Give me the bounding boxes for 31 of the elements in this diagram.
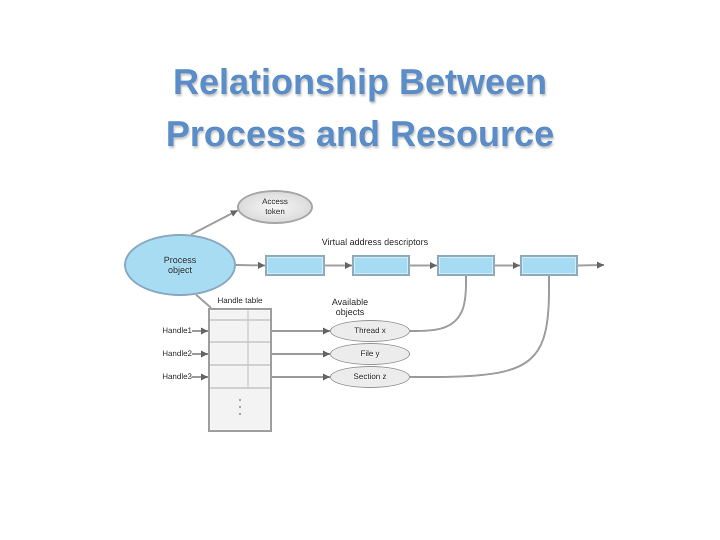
arrow [236,262,266,269]
node-label: Section z [354,372,386,382]
arrow [192,374,208,380]
group-label: Virtual address descriptors [320,237,430,247]
descriptor-box [352,255,410,276]
handle-label: Handle1 [162,326,192,336]
node-label: Thread x [354,326,386,336]
arrow [272,374,330,380]
table-heading: Handle table [216,296,264,306]
arrow [190,209,238,236]
node-label: Process object [162,255,198,275]
node-label: File y [360,349,380,359]
descriptor-box [520,255,578,276]
connector-line [410,276,467,332]
arrow [578,262,604,269]
arrow [272,350,330,358]
connector-line [410,276,550,378]
arrow [410,262,437,269]
descriptor-box [437,255,495,276]
group-label: Available objects [330,297,370,317]
arrow [325,262,352,269]
arrow [495,262,520,269]
node-label: Access token [261,197,289,217]
arrow [192,328,208,334]
connector-line [195,294,212,309]
title: Relationship Between Process and Resource [164,60,556,156]
arrow [272,328,330,334]
arrow [192,350,208,358]
handle-label: Handle2 [162,349,192,359]
handle-label: Handle3 [162,372,192,382]
descriptor-box [265,255,325,276]
